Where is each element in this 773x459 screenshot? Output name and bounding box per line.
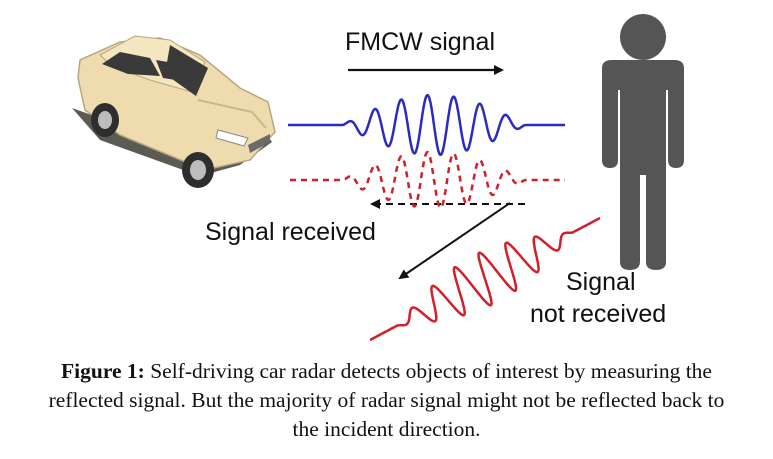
received-wave: [290, 150, 565, 210]
signal-not-received-label-line2: not received: [530, 300, 666, 328]
transmitted-wave: [288, 93, 565, 157]
caption-label: Figure 1:: [61, 359, 145, 383]
deflected-direction-arrow: [398, 202, 511, 280]
car-icon: [72, 35, 276, 188]
figure-illustration: FMCW signal Signal received Signal not r…: [72, 14, 684, 342]
signal-received-label: Signal received: [205, 218, 376, 246]
caption-text: Self-driving car radar detects objects o…: [48, 359, 725, 441]
signal-not-received-label-line1: Signal: [566, 268, 636, 296]
fmcw-signal-label: FMCW signal: [345, 28, 495, 56]
deflected-wave: [369, 216, 601, 342]
person-icon: [602, 14, 684, 270]
figure-caption: Figure 1: Self-driving car radar detects…: [40, 357, 733, 444]
